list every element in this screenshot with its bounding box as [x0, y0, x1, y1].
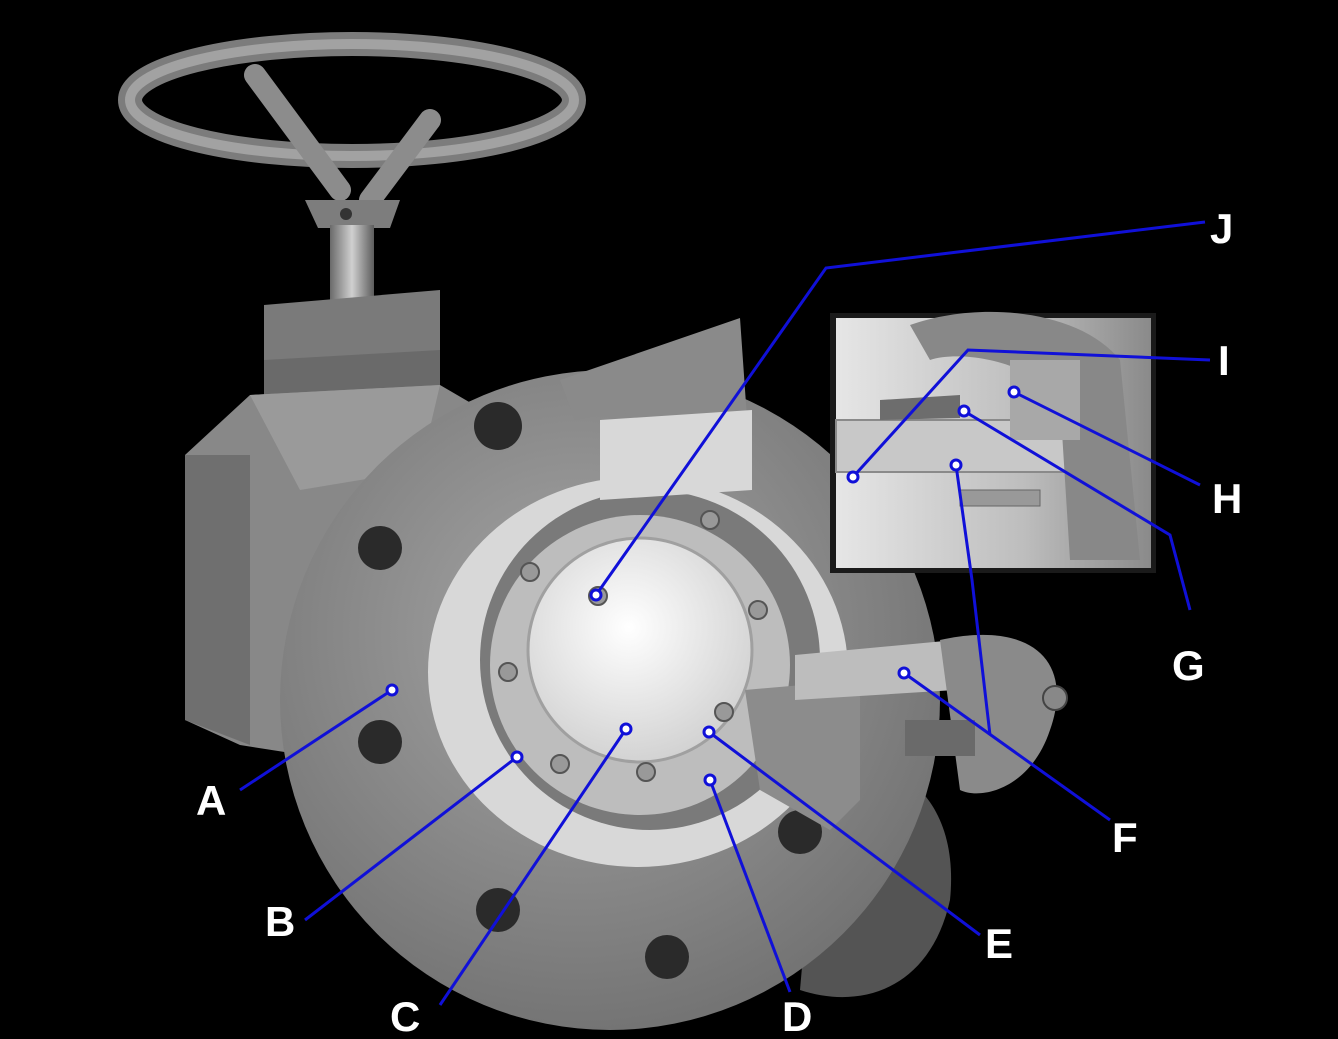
anchor-j: [589, 588, 603, 602]
leader-c: [438, 728, 628, 1006]
callout-label-g: G: [1172, 642, 1205, 689]
leader-b: [304, 755, 518, 922]
leader-i: [851, 348, 1211, 479]
leader-a: [239, 688, 393, 792]
callout-label-j: J: [1210, 205, 1233, 252]
callout-leaders: [239, 220, 1211, 1006]
callout-label-i: I: [1218, 337, 1230, 384]
callout-label-b: B: [265, 898, 295, 945]
leader-f: [903, 671, 1111, 822]
leader-e: [708, 730, 981, 937]
handwheel: [118, 32, 586, 228]
anchor-h: [1007, 385, 1021, 399]
anchor-f-inset: [949, 458, 963, 472]
anchor-c: [619, 722, 633, 736]
anchor-g: [957, 404, 971, 418]
callout-label-f: F: [1112, 814, 1138, 861]
anchor-f: [897, 666, 911, 680]
callout-label-h: H: [1212, 475, 1242, 522]
valve-illustration: [118, 32, 1156, 1030]
leader-h: [1013, 390, 1201, 487]
leader-f-inset: [954, 464, 992, 736]
callout-label-e: E: [985, 920, 1013, 967]
anchor-b: [510, 750, 524, 764]
anchor-e: [702, 725, 716, 739]
callout-label-a: A: [196, 777, 226, 824]
anchor-d: [703, 773, 717, 787]
anchor-a: [385, 683, 399, 697]
callout-label-d: D: [782, 993, 812, 1039]
callout-label-c: C: [390, 993, 420, 1039]
anchor-i: [846, 470, 860, 484]
leader-d: [708, 779, 792, 993]
lower-bracket: [745, 634, 1068, 830]
gate-disk: [498, 510, 768, 782]
callout-labels: A B C D E F G H I J: [196, 205, 1242, 1039]
leader-g: [963, 409, 1192, 611]
leader-j: [594, 220, 1206, 596]
